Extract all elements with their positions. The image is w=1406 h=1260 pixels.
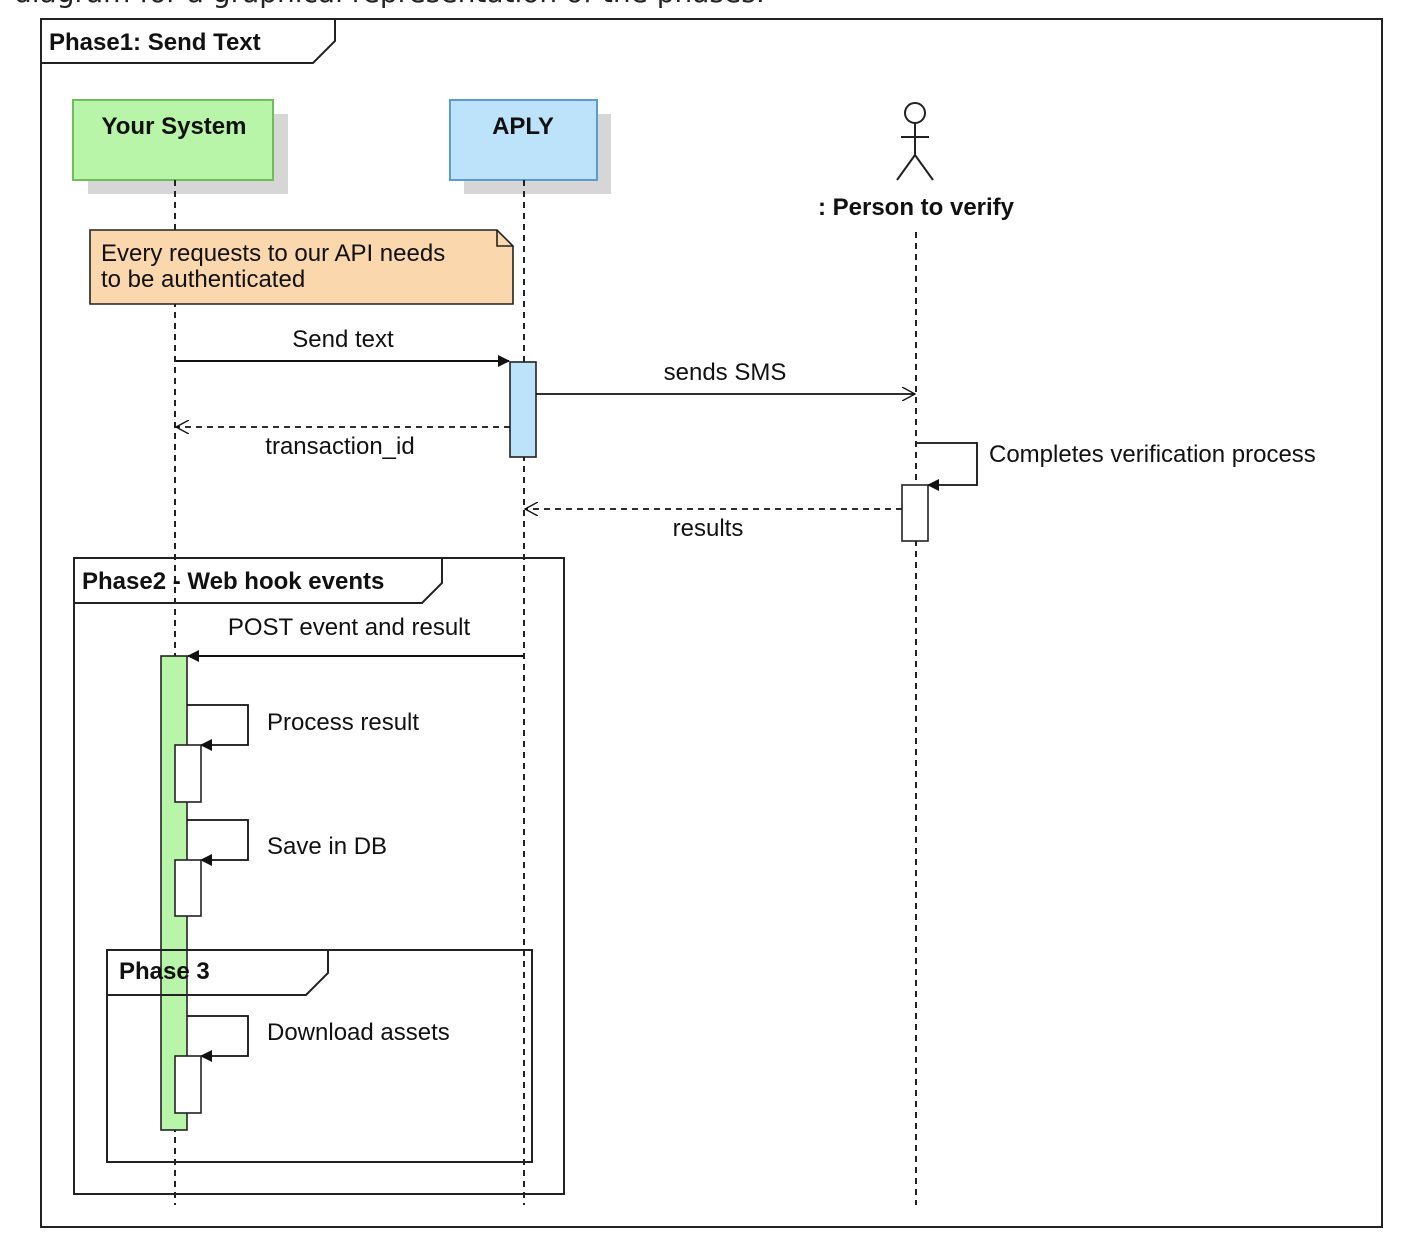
- participant-person: : Person to verify: [818, 102, 1015, 221]
- results-label: results: [673, 515, 744, 542]
- send-text-label: Send text: [292, 326, 394, 353]
- transaction-id-label: transaction_id: [265, 433, 414, 460]
- note-line1: Every requests to our API needs: [101, 240, 445, 267]
- phase1-frame: Phase1: Send Text: [40, 18, 1383, 1228]
- message-process-result: Process result: [174, 704, 419, 803]
- message-send-text: Send text: [176, 326, 510, 367]
- completes-verification-label: Completes verification process: [989, 441, 1316, 468]
- save-in-db-activation: [174, 859, 202, 917]
- message-save-in-db: Save in DB: [174, 819, 387, 917]
- your-system-label: Your System: [102, 113, 247, 140]
- phase3-frame: Phase 3: [106, 949, 533, 1163]
- message-completes-verification: Completes verification process: [917, 441, 1316, 491]
- message-results: results: [525, 509, 902, 542]
- note-line2: to be authenticated: [101, 266, 305, 293]
- actor-icon: [896, 102, 934, 181]
- lifelines: [174, 180, 917, 1205]
- phase2-frame: Phase2 - Web hook events: [73, 557, 565, 1195]
- your-system-box: [72, 99, 274, 181]
- save-in-db-label: Save in DB: [267, 833, 387, 860]
- auth-note: Every requests to our API needs to be au…: [89, 229, 514, 305]
- download-assets-label: Download assets: [267, 1019, 450, 1046]
- aply-label: APLY: [492, 113, 554, 140]
- cut-off-caption: diagram for a graphical representation o…: [14, 0, 765, 9]
- message-sends-sms: sends SMS: [536, 359, 915, 394]
- message-download-assets: Download assets: [174, 1015, 450, 1114]
- phase2-label: Phase2 - Web hook events: [82, 568, 384, 595]
- message-post-event: POST event and result: [187, 614, 523, 662]
- participant-your-system: Your System: [72, 99, 288, 194]
- download-assets-activation: [174, 1055, 202, 1114]
- process-result-activation: [174, 744, 202, 803]
- sends-sms-label: sends SMS: [664, 359, 787, 386]
- person-activation: [901, 484, 929, 542]
- phase1-label: Phase1: Send Text: [49, 29, 261, 56]
- phase3-label: Phase 3: [119, 958, 210, 985]
- aply-box: [449, 99, 598, 181]
- post-event-label: POST event and result: [228, 614, 471, 641]
- aply-activation: [509, 361, 537, 458]
- person-label: : Person to verify: [818, 194, 1015, 221]
- process-result-label: Process result: [267, 709, 419, 736]
- participant-aply: APLY: [449, 99, 611, 194]
- message-transaction-id: transaction_id: [176, 427, 510, 460]
